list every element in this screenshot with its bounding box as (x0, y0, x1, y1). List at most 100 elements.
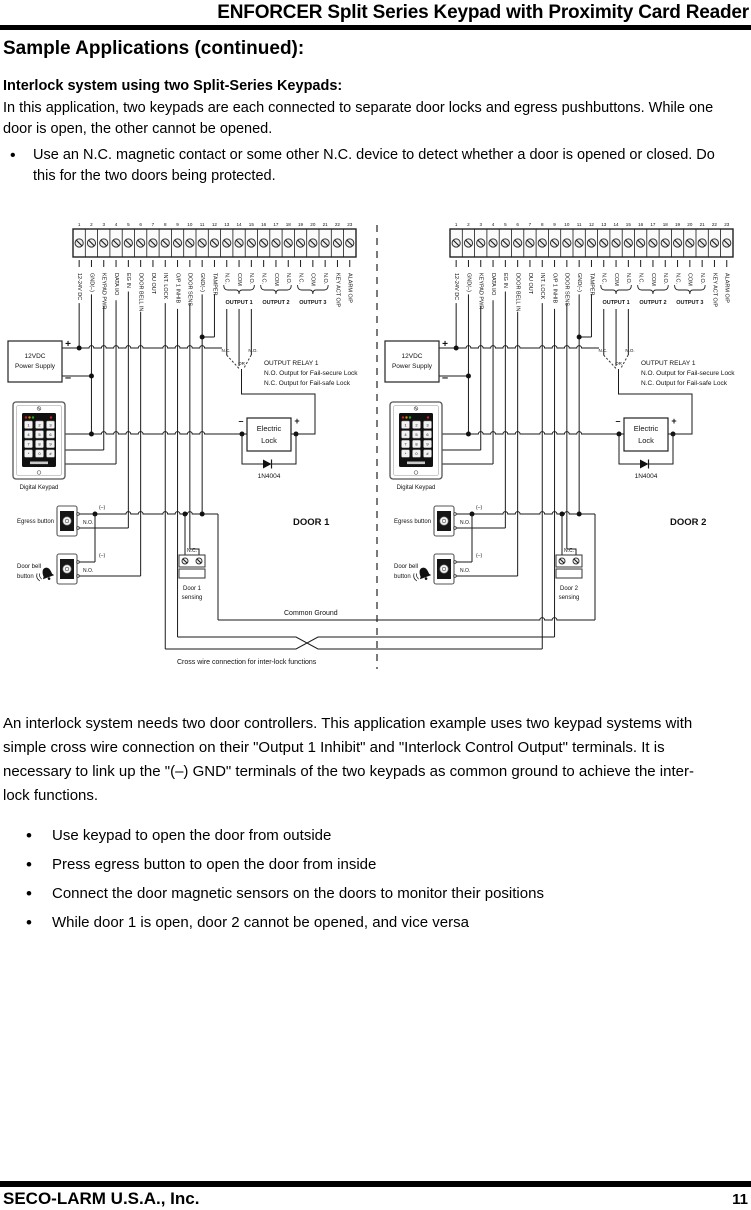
svg-text:12-24V DC: 12-24V DC (453, 273, 459, 300)
svg-text:N.C.: N.C. (674, 273, 680, 284)
svg-text:GND(–): GND(–) (199, 273, 205, 292)
list-item: Press egress button to open the door fro… (0, 850, 751, 879)
svg-text:N.C. Output for Fail-safe Lock: N.C. Output for Fail-safe Lock (641, 380, 728, 387)
svg-text:GND(–): GND(–) (576, 273, 582, 292)
svg-text:4: 4 (27, 432, 30, 437)
diode: 1N4004 (635, 459, 658, 480)
svg-text:7: 7 (404, 442, 407, 447)
svg-text:OUTPUT 2: OUTPUT 2 (262, 300, 289, 306)
svg-text:12VDC: 12VDC (402, 353, 423, 360)
svg-text:Common Ground: Common Ground (284, 610, 338, 617)
svg-text:*: * (405, 451, 407, 456)
svg-text:+: + (442, 339, 448, 350)
svg-text:16: 16 (261, 222, 267, 227)
svg-text:11: 11 (577, 222, 582, 227)
svg-text:DATA I/O: DATA I/O (490, 273, 496, 296)
svg-text:1N4004: 1N4004 (258, 473, 281, 480)
svg-text:5: 5 (415, 432, 418, 437)
svg-text:17: 17 (273, 222, 279, 227)
svg-text:N.O.: N.O. (625, 348, 634, 353)
svg-text:–: – (65, 372, 71, 384)
svg-text:N.O.: N.O. (662, 273, 668, 285)
svg-text:DOOR 1: DOOR 1 (293, 517, 330, 528)
svg-text:COM: COM (613, 273, 619, 286)
svg-text:7: 7 (152, 222, 155, 227)
svg-text:OUTPUT RELAY 1: OUTPUT RELAY 1 (264, 360, 319, 367)
footer-page-number: 11 (732, 1191, 748, 1208)
svg-text:GND(–): GND(–) (465, 273, 471, 292)
door-label: DOOR 2 (670, 517, 706, 528)
svg-text:9: 9 (49, 442, 52, 447)
svg-text:ALARM O/P: ALARM O/P (347, 273, 353, 303)
svg-text:O/P 1 INHIB: O/P 1 INHIB (551, 273, 557, 303)
svg-text:1N4004: 1N4004 (635, 473, 658, 480)
svg-text:Egress button: Egress button (394, 519, 431, 525)
svg-text:KEY ACT O/P: KEY ACT O/P (711, 273, 717, 307)
svg-text:0: 0 (415, 451, 418, 456)
svg-text:N.C. Output for Fail-safe Lock: N.C. Output for Fail-safe Lock (264, 380, 351, 387)
svg-text:DOOR SENS: DOOR SENS (187, 273, 193, 306)
svg-text:15: 15 (249, 222, 255, 227)
svg-text:N.O.: N.O. (625, 273, 631, 285)
svg-text:#: # (426, 451, 429, 456)
svg-text:+: + (294, 416, 299, 426)
svg-text:6: 6 (139, 222, 142, 227)
svg-text:6: 6 (426, 432, 429, 437)
svg-text:(–): (–) (99, 505, 105, 511)
svg-text:(–): (–) (99, 553, 105, 559)
svg-text:11: 11 (200, 222, 205, 227)
keypad-led-lights (401, 416, 430, 419)
svg-text:14: 14 (236, 222, 242, 227)
svg-text:N.C.: N.C. (637, 273, 643, 284)
svg-text:9: 9 (553, 222, 556, 227)
svg-text:6: 6 (49, 432, 52, 437)
svg-text:12: 12 (212, 222, 218, 227)
svg-text:Electric: Electric (257, 424, 282, 433)
svg-text:14: 14 (613, 222, 619, 227)
svg-text:9: 9 (176, 222, 179, 227)
svg-text:–: – (238, 416, 243, 426)
cross-wires: Cross wire connection for inter-lock fun… (165, 636, 555, 666)
terminal-ticks (78, 260, 351, 267)
svg-text:sensing: sensing (182, 595, 203, 601)
svg-text:COM: COM (687, 273, 693, 286)
sub-heading: Interlock system using two Split-Series … (3, 78, 343, 94)
svg-text:EG IN: EG IN (502, 273, 508, 288)
svg-text:19: 19 (675, 222, 681, 227)
svg-text:2: 2 (415, 422, 418, 427)
svg-text:21: 21 (323, 222, 329, 227)
svg-text:12: 12 (589, 222, 595, 227)
svg-text:10: 10 (564, 222, 570, 227)
svg-text:COM: COM (310, 273, 316, 286)
svg-text:+: + (671, 416, 676, 426)
svg-text:4: 4 (404, 432, 407, 437)
svg-text:8: 8 (164, 222, 167, 227)
svg-text:(–): (–) (476, 505, 482, 511)
svg-text:DOOR SENS: DOOR SENS (564, 273, 570, 306)
svg-text:3: 3 (426, 422, 429, 427)
svg-text:17: 17 (650, 222, 656, 227)
svg-text:N.C.: N.C. (222, 348, 231, 353)
list-item: While door 1 is open, door 2 cannot be o… (0, 908, 751, 937)
svg-text:13: 13 (601, 222, 607, 227)
svg-text:Digital Keypad: Digital Keypad (397, 485, 436, 491)
svg-text:4: 4 (492, 222, 495, 227)
svg-text:INT. LOCK: INT. LOCK (539, 273, 545, 300)
svg-text:Door bell: Door bell (394, 564, 418, 570)
svg-text:10: 10 (187, 222, 193, 227)
svg-text:Door 2: Door 2 (560, 586, 579, 592)
svg-text:N.O.: N.O. (460, 568, 470, 574)
svg-text:Electric: Electric (634, 424, 659, 433)
relay-note: OUTPUT RELAY 1N.O. Output for Fail-secur… (641, 360, 735, 387)
section-heading: Sample Applications (continued): (3, 38, 305, 59)
